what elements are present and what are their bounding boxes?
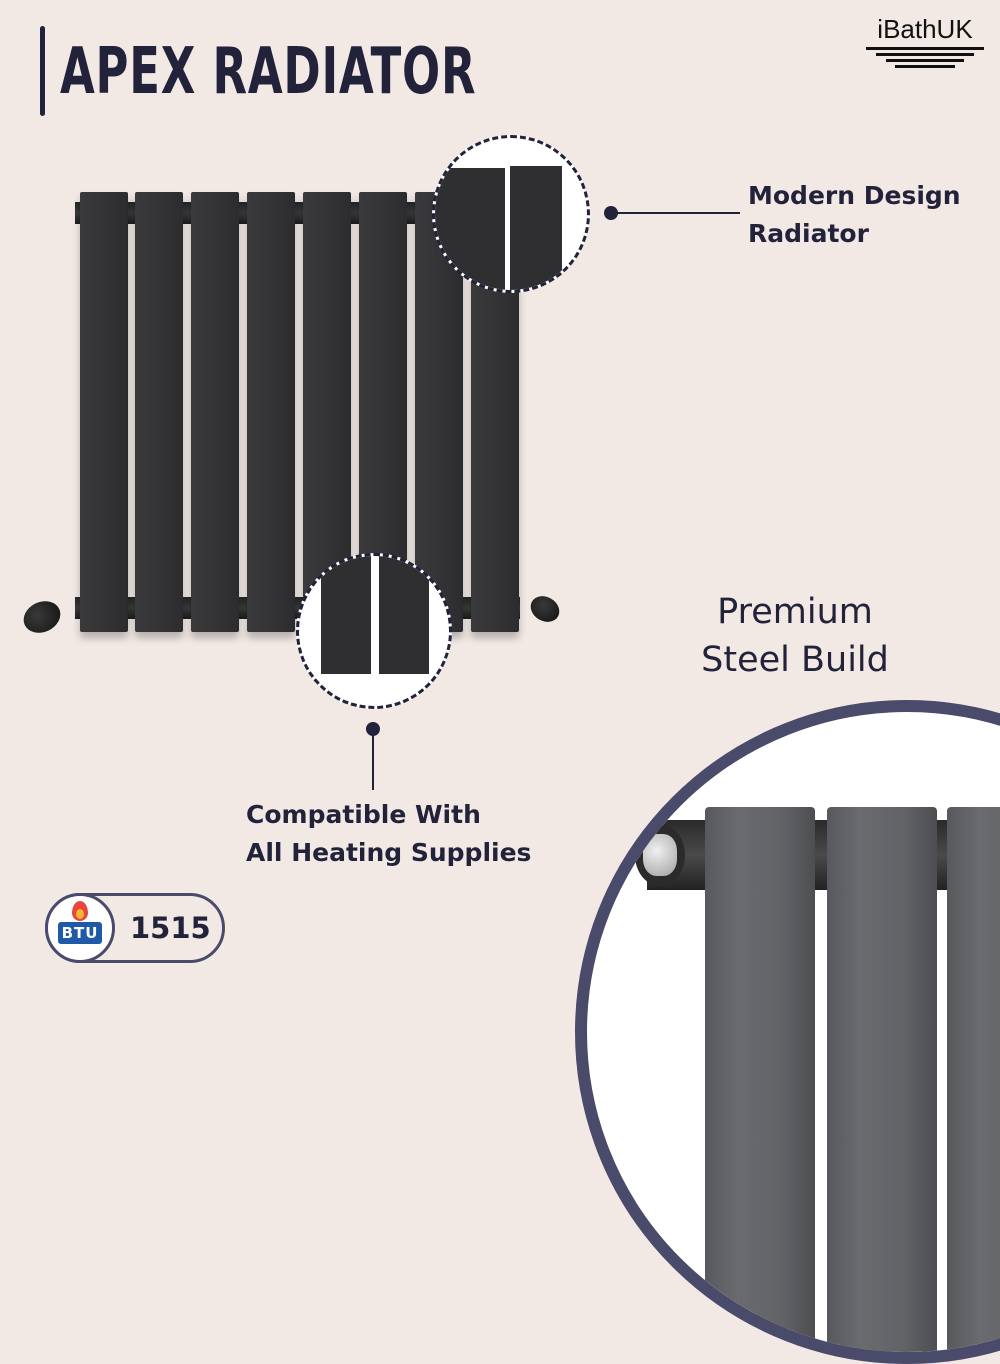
title-accent-bar [40, 26, 45, 116]
premium-line1: Premium [717, 592, 873, 632]
zoom-panel [321, 556, 371, 674]
detail-zoom-circle-top [432, 135, 590, 293]
premium-steel-heading: Premium Steel Build [660, 588, 930, 684]
logo-line [886, 59, 964, 62]
radiator-panel [135, 192, 183, 632]
btu-value: 1515 [130, 911, 211, 945]
page-title: APEX RADIATOR [60, 35, 477, 109]
callout-line1: Compatible With [246, 800, 481, 829]
callout-line2: All Heating Supplies [246, 838, 532, 867]
callout-modern-design: Modern Design Radiator [748, 177, 961, 253]
radiator-panel [191, 192, 239, 632]
radiator-top-rail [75, 202, 520, 224]
closeup-circle [575, 700, 1000, 1364]
logo-line [876, 53, 974, 56]
callout-line [612, 212, 740, 214]
detail-zoom-circle-bottom [296, 553, 452, 709]
callout-dot [604, 206, 618, 220]
brand-logo-text: iBathUK [877, 14, 973, 44]
logo-line [895, 65, 955, 68]
radiator-panel [247, 192, 295, 632]
callout-line2: Radiator [748, 219, 869, 248]
callout-compatible: Compatible With All Heating Supplies [246, 796, 531, 872]
brand-logo: iBathUK [862, 14, 988, 68]
callout-line1: Modern Design [748, 181, 961, 210]
bleed-valve-icon [643, 834, 677, 876]
flame-inner [76, 909, 84, 919]
callout-line [372, 730, 374, 790]
premium-line2: Steel Build [701, 640, 889, 680]
zoom-panel [379, 556, 429, 674]
closeup-panel [705, 807, 815, 1352]
btu-icon: BTU [58, 922, 102, 944]
callout-dot [366, 722, 380, 736]
closeup-panel [827, 807, 937, 1352]
closeup-panel [947, 807, 1000, 1352]
right-valve-icon [526, 591, 564, 627]
zoom-panel [435, 168, 505, 290]
logo-line [866, 47, 984, 50]
left-valve-icon [18, 595, 66, 639]
radiator-panel [80, 192, 128, 632]
zoom-panel [510, 166, 562, 290]
